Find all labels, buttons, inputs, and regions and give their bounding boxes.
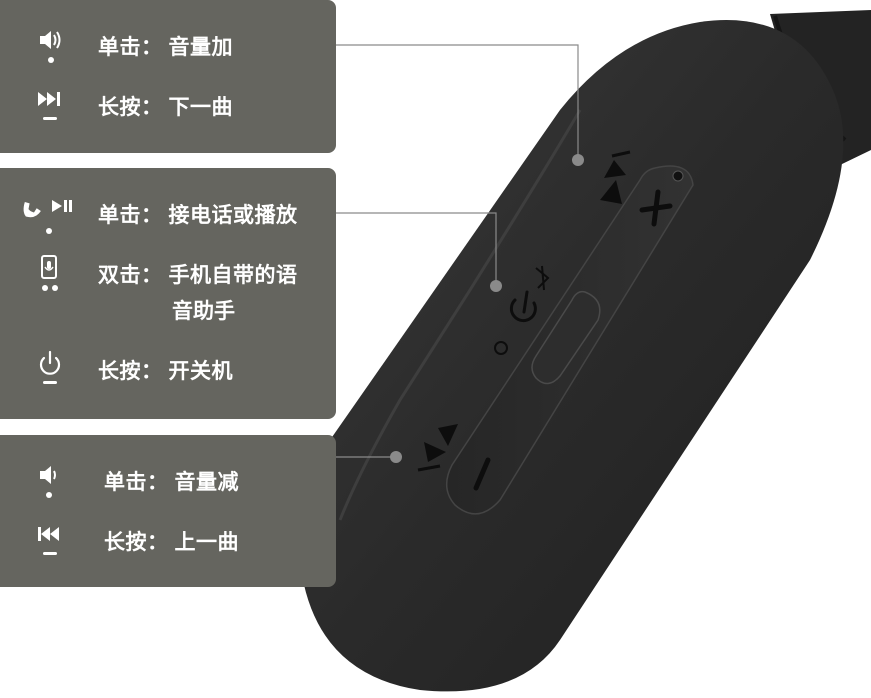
device-bluetooth-icon (535, 265, 550, 291)
action-label: 长按： (104, 530, 169, 554)
action-description: 接电话或播放 (168, 203, 298, 227)
volume-up-icon (34, 26, 74, 66)
volume-up-panel: 单击：音量加 长按：下一曲 (0, 0, 336, 153)
device-previous-track-icon (417, 424, 458, 472)
status-led (672, 170, 684, 182)
device-next-track-icon (600, 150, 631, 204)
action-description: 下一曲 (168, 95, 233, 119)
action-label: 单击： (98, 35, 163, 59)
action-description: 上一曲 (174, 530, 239, 554)
power-icon (34, 350, 74, 390)
leader-dot-top (572, 154, 584, 166)
action-description: 音量加 (168, 35, 233, 59)
controller-edge (338, 109, 582, 521)
volume-down-icon (34, 461, 74, 501)
action-description: 开关机 (168, 359, 233, 383)
action-description-continued: 音助手 (172, 299, 235, 323)
voice-assistant-icon (34, 254, 74, 294)
action-label: 长按： (98, 95, 163, 119)
leader-dot-middle (490, 280, 502, 292)
action-label: 单击： (104, 470, 169, 494)
device-power-icon (509, 290, 537, 323)
action-label: 长按： (98, 359, 163, 383)
leader-dot-bottom (390, 451, 402, 463)
action-label: 单击： (98, 203, 163, 227)
leader-lines (336, 44, 579, 458)
multifunction-panel: 单击：接电话或播放 双击：手机自带的语 音助手 长按：开关机 (0, 168, 336, 419)
action-description: 音量减 (174, 470, 239, 494)
previous-track-icon (34, 521, 74, 561)
phone-play-pause-icon (20, 194, 80, 234)
action-description: 手机自带的语 (168, 263, 298, 287)
multifunction-slider (531, 290, 601, 385)
volume-down-panel: 单击：音量减 长按：上一曲 (0, 435, 336, 587)
device-mic-hole (494, 341, 508, 355)
action-label: 双击： (98, 263, 163, 287)
next-track-icon (34, 86, 74, 126)
minus-button-mark (473, 457, 491, 491)
plus-button-mark (639, 189, 673, 227)
